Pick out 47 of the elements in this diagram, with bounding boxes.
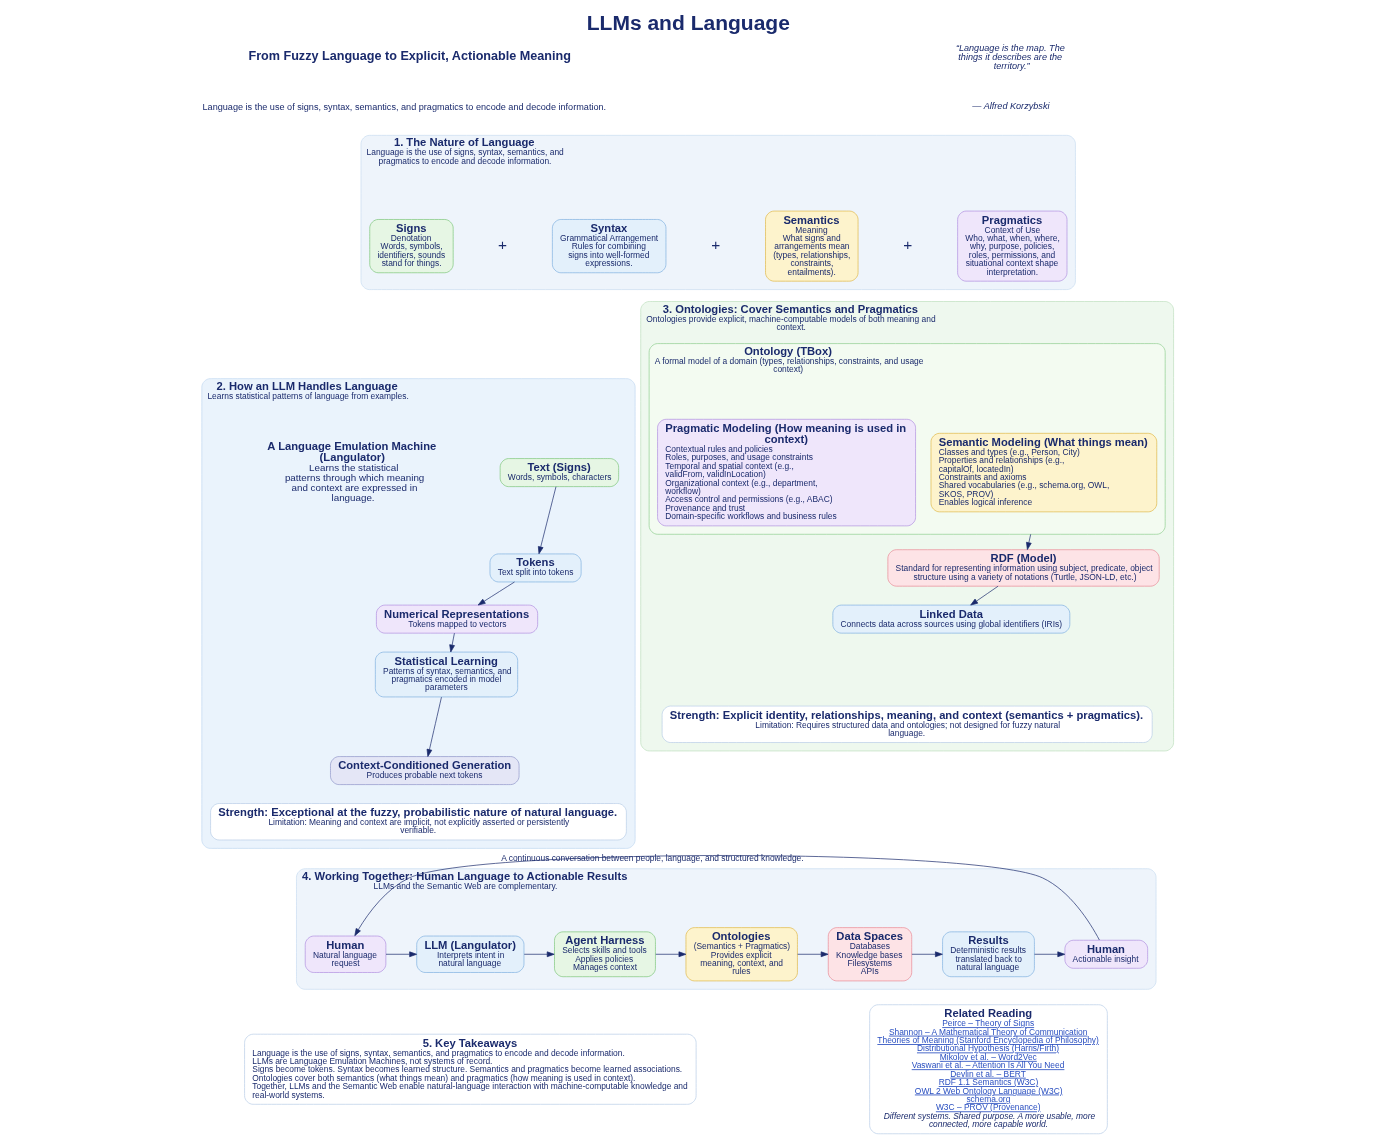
node-box: Text (Signs) Words, symbols, characters — [499, 458, 619, 487]
node-box: Agent Harness Selects skills and tools Applies policies Manages context — [554, 931, 656, 978]
label: + — [903, 236, 913, 254]
arrow — [523, 951, 555, 958]
node-box: 5. Key Takeaways Language is the use of signs, syntax, semantics, and pragmatics to encode and decode information. LLMs are Language Emulation Machines, not systems of record. Signs become tokens. Syntax becomes learned structure. Semantics and pragmatics become learned associations. Ontologies cover both semantics (what things mean) and pragmatics (how meaning is used in context). Together, LLMs and the Semantic Web enable natural-language interaction with machine-computable knowledge and real-world systems. — [244, 1033, 697, 1105]
arrow — [970, 585, 999, 606]
arrow — [1026, 533, 1032, 550]
node-box: Semantics Meaning What signs and arrangements mean (types, relationships, constraints, entailments). — [765, 210, 859, 282]
node-box: Related Reading Peirce – Theory of Signs Shannon – A Mathematical Theory of Communication Theories of Meaning (Stanford Encyclopedia of Philosophy) Distributional Hypothesis (Harris/Firth) Mikolov et al. – Word2Vec Vaswani et al. – Attention Is All You Need Devlin et al. – BERT RDF 1.1 Semantics (W3C) OWL 2 Web Ontology Language (W3C) schema.org W3C – PROV (Provenance) Different systems. Shared purpose. A more usable, more connected, more capable world. — [869, 1004, 1108, 1135]
arrow — [354, 855, 1100, 941]
node-box: Pragmatic Modeling (How meaning is used in context) Contextual rules and policies Roles, purposes, and usage constraints Temporal and spatial context (e.g., validFrom, validInLocation) Organizational context (e.g., department, workflow) Access control and permissions (e.g., ABAC) Provenance and trust Domain-specific workflows and business rules — [657, 418, 916, 527]
node-box: Pragmatics Context of Use Who, what, when, where, why, purpose, policies, roles, permissions, and situational context shape interpretation. — [957, 210, 1068, 282]
arrow — [449, 632, 455, 653]
node-box: Strength: Explicit identity, relationships, meaning, and context (semantics + pragmatics). Limitation: Requires structured data and ontologies; not designed for fuzzy natural language. — [661, 705, 1153, 743]
node-box: Syntax Grammatical Arrangement Rules for combining signs into well-formed expressions. — [552, 219, 667, 274]
node-box: Signs Denotation Words, symbols, identifiers, sounds stand for things. — [369, 219, 454, 274]
node-box: RDF (Model) Standard for representing information using subject, predicate, object structure using a variety of notations (Turtle, JSON-LD, etc.) — [887, 549, 1160, 587]
arrow — [911, 951, 943, 958]
label: — Alfred Korzybski — [972, 100, 1050, 111]
node-box: Results Deterministic results translated back to natural language — [942, 931, 1035, 978]
node-box: Statistical Learning Patterns of syntax, semantics, and pragmatics encoded in model parameters — [375, 651, 519, 698]
label: “Language is the map. The things it describes are the territory.” — [955, 42, 1065, 72]
label: From Fuzzy Language to Explicit, Actionable Meaning — [248, 49, 571, 64]
node-box: Numerical Representations Tokens mapped to vectors — [376, 604, 538, 634]
diagram-title: LLMs and Language — [586, 11, 790, 35]
label: + — [711, 236, 721, 254]
node-text: A Language Emulation Machine (Langulator) Learns the statistical patterns through which meaning and context are expressed in language. — [267, 440, 437, 503]
edge-label: A continuous conversation between people, language, and structured knowledge. — [501, 852, 804, 863]
arrow — [426, 696, 442, 757]
arrow — [385, 951, 417, 958]
arrow — [655, 951, 687, 958]
node-box: Context-Conditioned Generation Produces probable next tokens — [330, 756, 520, 785]
node-box: Strength: Exceptional at the fuzzy, probabilistic nature of natural language. Limitation: Meaning and context are implicit, not explicitly asserted or persistently verifiable. — [210, 803, 627, 841]
node-box: Tokens Text split into tokens — [489, 553, 582, 583]
node-box: Human Natural language request — [304, 935, 387, 973]
arrow — [477, 581, 515, 606]
label: + — [498, 236, 508, 254]
node-box: Data Spaces Databases Knowledge bases Filesystems APIs — [827, 927, 913, 982]
label: Language is the use of signs, syntax, semantics, and pragmatics to encode and decode information. — [202, 101, 607, 112]
node-box: Linked Data Connects data across sources using global identifiers (IRIs) — [832, 604, 1071, 634]
arrow — [1034, 951, 1066, 958]
node-box: Ontologies (Semantics + Pragmatics) Provides explicit meaning, context, and rules — [685, 927, 798, 982]
arrow — [537, 486, 557, 555]
node-box: LLM (Langulator) Interprets intent in natural language — [416, 935, 525, 973]
node-box: Semantic Modeling (What things mean) Classes and types (e.g., Person, City) Properties and relationships (e.g., capitalOf, locatedIn) Constraints and axioms Shared vocabularies (e.g., schema.org, OWL, SKOS, PROV) Enables logical inference — [930, 432, 1158, 513]
arrow — [797, 951, 829, 958]
node-box: Human Actionable insight — [1064, 939, 1148, 969]
